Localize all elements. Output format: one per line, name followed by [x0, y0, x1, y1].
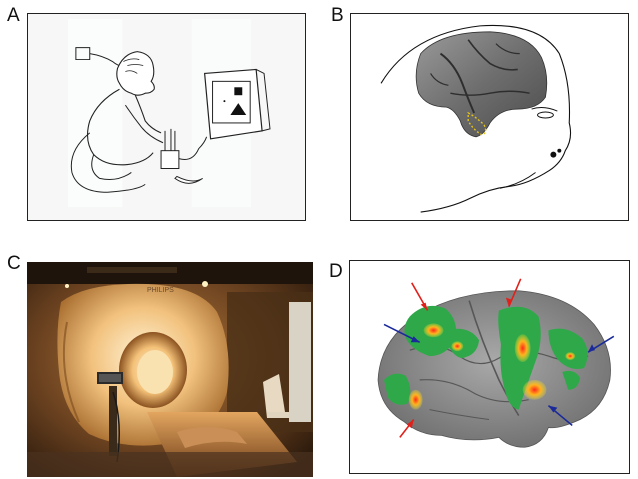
monkey-drawing: [28, 14, 305, 220]
panel-b-brain-illustration: [350, 13, 629, 221]
monkey-brain-drawing: [380, 24, 572, 213]
panel-label-b: B: [331, 5, 344, 26]
panel-label-d: D: [329, 261, 343, 282]
panel-label-a: A: [7, 5, 20, 26]
panel-c-mri-photo: PHILIPS: [27, 262, 313, 477]
mri-scanner-photo: PHILIPS: [27, 262, 313, 477]
scanner-brand-text: PHILIPS: [147, 287, 174, 294]
panel-a-monkey-illustration: [27, 13, 306, 221]
panel-label-c: C: [7, 253, 21, 274]
fmri-brain-map: [377, 278, 615, 448]
panel-d-fmri-map: [349, 260, 630, 474]
